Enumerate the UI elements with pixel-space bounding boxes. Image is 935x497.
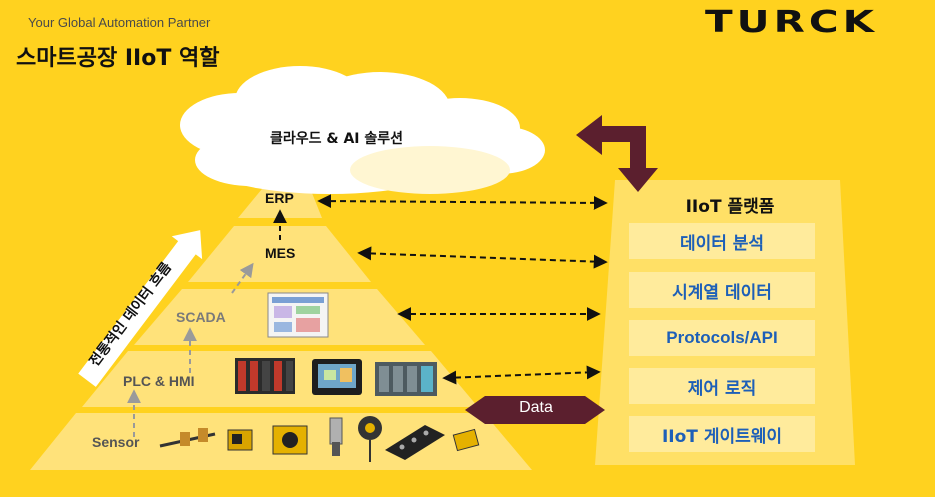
platform-item-control-logic: 제어 로직	[629, 368, 815, 404]
tagline: Your Global Automation Partner	[28, 15, 211, 30]
platform-item-iiot-gateway: IIoT 게이트웨이	[629, 416, 815, 452]
cable-sensor-icon	[159, 428, 216, 448]
pyramid-level-mes	[188, 226, 371, 282]
cloud-shape	[180, 66, 545, 194]
rfid-reader-icon	[452, 428, 480, 452]
plc-device-icon	[235, 358, 295, 394]
pyramid-label-erp: ERP	[265, 190, 294, 206]
data-arrow-label: Data	[519, 399, 553, 416]
sensor-devices	[159, 416, 480, 462]
page-title: 스마트공장 IIoT 역할	[16, 46, 220, 71]
proximity-sensor-icon	[227, 429, 253, 451]
pyramid-label-plc-hmi: PLC & HMI	[123, 373, 195, 389]
data-arrow	[465, 396, 605, 424]
bidirectional-arrows	[317, 194, 608, 385]
pressure-sensor-icon	[329, 417, 343, 456]
turck-logo: TURCK	[705, 5, 879, 40]
cloud-link-arrow	[576, 115, 658, 192]
platform-item-data-analysis: 데이터 분석	[629, 223, 815, 259]
block-sensor-icon	[272, 425, 308, 455]
upward-flow-arrows	[127, 209, 287, 437]
platform-item-time-series: 시계열 데이터	[629, 272, 815, 308]
pyramid-label-scada: SCADA	[176, 309, 226, 325]
traditional-flow-band	[78, 230, 203, 387]
pyramid-label-sensor: Sensor	[92, 434, 140, 450]
hmi-panel-icon	[312, 359, 362, 395]
pyramid-label-mes: MES	[265, 245, 296, 261]
cloud-label: 클라우드 & AI 솔루션	[270, 131, 404, 147]
encoder-sensor-icon	[358, 416, 382, 462]
io-module-icon	[375, 362, 437, 396]
io-hub-icon	[385, 425, 445, 460]
iiot-platform-title: IIoT 플랫폼	[685, 197, 775, 217]
scada-screen-icon	[267, 292, 329, 338]
platform-item-protocols-api: Protocols/API	[629, 320, 815, 356]
